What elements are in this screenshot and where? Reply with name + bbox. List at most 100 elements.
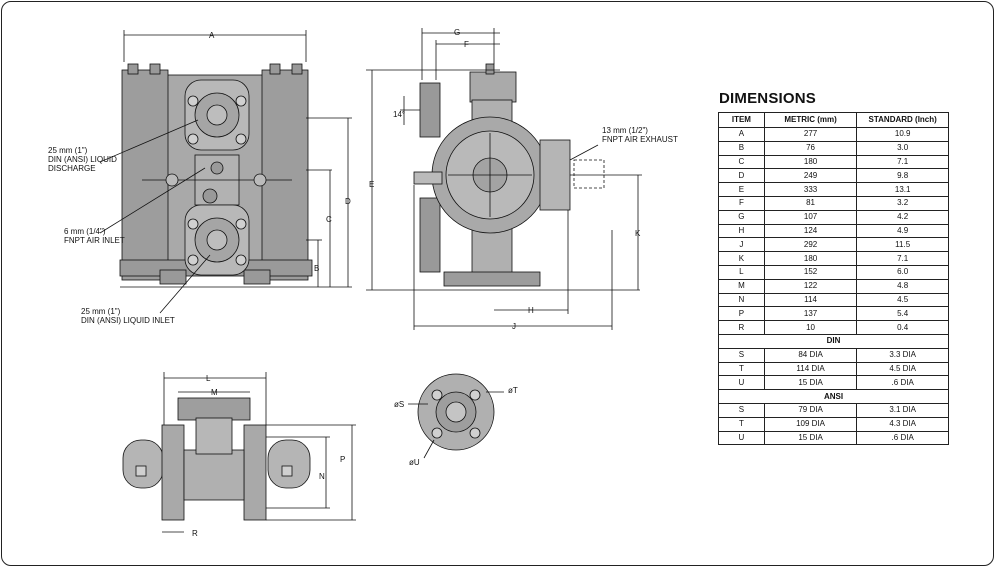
dim-label-b: B <box>314 264 319 273</box>
table-cell: 0.4 <box>856 320 949 335</box>
callout-discharge-3: DISCHARGE <box>48 164 96 173</box>
table-cell: 124 <box>763 223 858 239</box>
dim-label-d: D <box>345 197 351 206</box>
flange-view <box>408 373 504 459</box>
table-cell: N <box>718 292 765 308</box>
table-cell: 122 <box>763 278 858 294</box>
column-header-standard: STANDARD (Inch) <box>856 112 949 128</box>
table-cell: E <box>718 182 765 197</box>
table-cell: 76 <box>763 140 858 156</box>
callout-liquid-inlet-1: 25 mm (1") <box>81 307 121 316</box>
table-section-row: ANSI <box>718 389 949 404</box>
callout-liquid-inlet-2: DIN (ANSI) LIQUID INLET <box>81 316 175 325</box>
table-cell: A <box>718 127 765 142</box>
dim-label-s: øS <box>394 400 404 409</box>
table-cell: C <box>718 154 765 170</box>
table-cell: 7.1 <box>856 154 949 170</box>
dim-label-h: H <box>528 306 534 315</box>
table-cell: 15 DIA <box>763 375 858 391</box>
table-cell: 4.2 <box>856 209 949 225</box>
dim-label-u: øU <box>409 458 420 467</box>
column-header-metric: METRIC (mm) <box>763 112 858 128</box>
table-cell: S <box>718 347 765 363</box>
table-cell: 292 <box>763 237 858 253</box>
dim-label-a: A <box>209 31 215 40</box>
table-cell: G <box>718 209 765 225</box>
dim-label-t: øT <box>508 386 518 395</box>
callout-air-exhaust-2: FNPT AIR EXHAUST <box>602 135 678 144</box>
table-cell: 81 <box>763 195 858 211</box>
table-cell: U <box>718 375 765 391</box>
table-cell: T <box>718 416 765 432</box>
table-cell: .6 DIA <box>856 430 949 446</box>
table-cell: 7.1 <box>856 251 949 266</box>
column-header-item: ITEM <box>718 112 765 128</box>
dim-label-j: J <box>512 322 516 331</box>
front-view <box>99 30 352 314</box>
table-section-row: DIN <box>718 333 949 349</box>
table-cell: 152 <box>763 264 858 280</box>
callout-discharge-2: DIN (ANSI) LIQUID <box>48 155 117 164</box>
table-cell: 11.5 <box>856 237 949 253</box>
table-cell: 3.3 DIA <box>856 347 949 363</box>
dimensions-title: DIMENSIONS <box>719 90 817 107</box>
callout-air-exhaust-1: 13 mm (1/2") <box>602 126 648 135</box>
side-view <box>366 28 642 330</box>
table-cell: 4.8 <box>856 278 949 294</box>
table-cell: 333 <box>763 182 858 197</box>
table-cell: 5.4 <box>856 306 949 322</box>
table-cell: 84 DIA <box>763 347 858 363</box>
dim-label-g: G <box>454 28 460 37</box>
table-cell: 10.9 <box>856 127 949 142</box>
table-cell: J <box>718 237 765 253</box>
table-header-row: ITEM METRIC (mm) STANDARD (Inch) <box>718 112 949 128</box>
table-cell: S <box>718 402 765 418</box>
table-cell: 3.0 <box>856 140 949 156</box>
table-cell: 114 DIA <box>763 361 858 377</box>
table-cell: F <box>718 195 765 211</box>
table-cell: 6.0 <box>856 264 949 280</box>
table-cell: 4.5 <box>856 292 949 308</box>
dim-label-p: P <box>340 455 345 464</box>
table-cell: 180 <box>763 154 858 170</box>
table-cell: .6 DIA <box>856 375 949 391</box>
table-cell: D <box>718 168 765 184</box>
table-cell: 13.1 <box>856 182 949 197</box>
table-cell: 4.9 <box>856 223 949 239</box>
table-cell: 15 DIA <box>763 430 858 446</box>
table-cell: 4.5 DIA <box>856 361 949 377</box>
table-cell: 79 DIA <box>763 402 858 418</box>
callout-air-inlet-1: 6 mm (1/4") <box>64 227 106 236</box>
dim-label-f: F <box>464 40 469 49</box>
table-cell: H <box>718 223 765 239</box>
table-cell: T <box>718 361 765 377</box>
table-cell: 107 <box>763 209 858 225</box>
table-cell: 4.3 DIA <box>856 416 949 432</box>
table-cell: 277 <box>763 127 858 142</box>
dim-label-r: R <box>192 529 198 538</box>
table-cell: M <box>718 278 765 294</box>
table-cell: 114 <box>763 292 858 308</box>
dim-label-l: L <box>206 374 211 383</box>
dim-label-k: K <box>635 229 641 238</box>
bottom-view <box>122 372 356 533</box>
table-cell: B <box>718 140 765 156</box>
dim-label-c: C <box>326 215 332 224</box>
table-cell: U <box>718 430 765 446</box>
